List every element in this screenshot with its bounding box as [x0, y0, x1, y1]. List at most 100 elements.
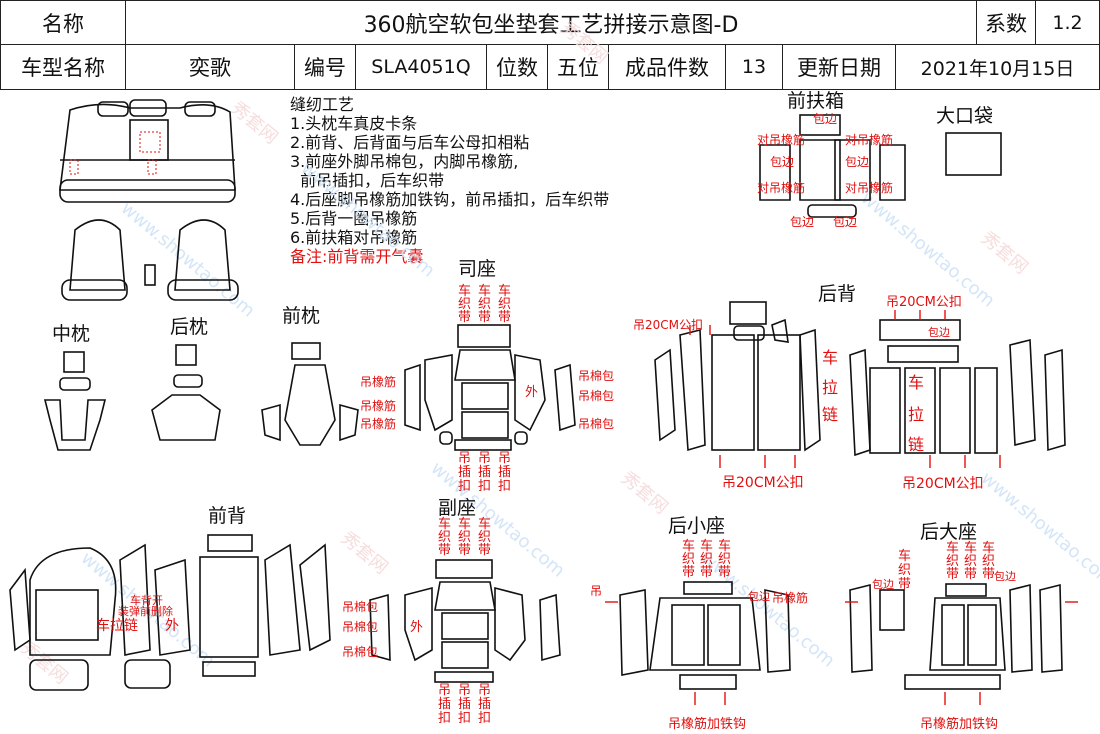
rear-small-top-labels: 车 织 带 车 织 带 车 织 带 [682, 538, 731, 580]
svg-text:带: 带 [478, 543, 491, 558]
svg-text:吊: 吊 [458, 683, 471, 698]
driver-elastic-label: 吊橡筋 [360, 374, 396, 389]
driver-seat-pieces [404, 324, 576, 451]
svg-text:车: 车 [458, 283, 471, 299]
driver-bottom-labels: 吊 插 扣 吊 插 扣 吊 插 扣 [458, 451, 511, 494]
svg-text:织: 织 [438, 530, 451, 545]
svg-text:织: 织 [682, 552, 695, 567]
rear-back-title: 后背 [818, 283, 856, 305]
driver-cotton-label: 吊棉包 [578, 417, 614, 431]
svg-text:带: 带 [964, 567, 977, 582]
passenger-seat-pieces [369, 559, 561, 683]
svg-text:织: 织 [946, 554, 959, 569]
svg-text:吊: 吊 [498, 451, 511, 466]
svg-text:带: 带 [946, 567, 959, 582]
process-step-6: 6.前扶箱对吊橡筋 [290, 228, 418, 247]
armrest-edge-label: 包边 [790, 215, 814, 229]
armrest-elastic-label: 对吊橡筋 [757, 180, 805, 195]
rear-small-elastic-hook: 吊 [590, 584, 602, 598]
driver-cotton-label: 吊棉包 [578, 369, 614, 383]
model-label: 车型名称 [0, 44, 126, 90]
rear-small-elastic-label: 吊橡筋 [772, 590, 808, 605]
process-step-4: 4.后座脚吊橡筋加铁钩，前吊插扣，后车织带 [290, 190, 610, 209]
front-back-zipper: 车拉链 [96, 617, 138, 634]
rear-big-edge-label: 包边 [994, 570, 1016, 583]
series-value: 1.2 [1035, 0, 1100, 45]
svg-text:带: 带 [478, 310, 491, 325]
code-label: 编号 [294, 44, 356, 90]
svg-text:带: 带 [682, 565, 695, 580]
process-step-2: 2.前背、后背面与后车公母扣相粘 [290, 133, 530, 152]
svg-text:织: 织 [964, 554, 977, 569]
seats-label: 位数 [486, 44, 548, 90]
svg-text:插: 插 [478, 697, 491, 712]
svg-text:车: 车 [478, 516, 491, 532]
svg-text:织: 织 [478, 530, 491, 545]
svg-text:织: 织 [458, 530, 471, 545]
rear-back-zip-3: 链 [822, 405, 838, 424]
front-back-hang20-bottom: 吊20CM公扣 [722, 475, 804, 491]
front-back-title: 前背 [208, 505, 246, 527]
svg-text:扣: 扣 [458, 711, 471, 726]
process-step-3b: 前吊插扣，后车织带 [290, 171, 445, 190]
rear-big-top-labels: 车 织 带 车 织 带 车 织 带 车 织 带 [898, 540, 995, 592]
svg-text:织: 织 [458, 297, 471, 312]
rear-small-seat-title: 后小座 [668, 515, 725, 537]
svg-text:织: 织 [982, 554, 995, 569]
watermark-brand: 秀套网 [977, 228, 1032, 279]
driver-outer-label: 外 [525, 385, 538, 400]
pieces-value: 13 [725, 44, 783, 90]
process-note: 备注:前背需开气囊 [290, 247, 424, 266]
front-back-outer: 外 [165, 618, 179, 634]
rear-back-zip-1b: 车 [908, 373, 924, 392]
passenger-top-labels: 车 织 带 车 织 带 车 织 带 [438, 516, 491, 558]
passenger-outer-label: 外 [410, 620, 423, 635]
code-value: SLA4051Q [355, 44, 487, 90]
arrow-group [605, 310, 1078, 705]
passenger-cotton-label: 吊棉包 [342, 600, 378, 614]
svg-text:车: 车 [438, 516, 451, 532]
driver-elastic-label: 吊橡筋 [360, 416, 396, 431]
svg-text:带: 带 [700, 565, 713, 580]
passenger-cotton-label: 吊棉包 [342, 645, 378, 659]
svg-text:织: 织 [478, 297, 491, 312]
middle-pillow-title: 中枕 [52, 323, 90, 345]
svg-text:扣: 扣 [498, 479, 511, 494]
svg-text:织: 织 [498, 297, 511, 312]
rear-back-zip-2: 拉 [822, 378, 838, 397]
armrest-elastic-label: 对吊橡筋 [757, 132, 805, 147]
big-pocket-piece [945, 132, 1002, 176]
passenger-seat-title: 副座 [438, 497, 476, 519]
svg-text:车: 车 [718, 538, 731, 554]
header-table: 名称 360航空软包坐垫套工艺拼接示意图-D 系数 1.2 车型名称 奕歌 编号… [0, 0, 1100, 90]
svg-text:织: 织 [700, 552, 713, 567]
armrest-edge-label: 包边 [833, 215, 857, 229]
svg-text:吊: 吊 [478, 683, 491, 698]
watermark: www.showtao.com [117, 198, 259, 322]
rear-back-zip-1: 车 [822, 348, 838, 367]
front-back-upper-pieces [654, 301, 821, 452]
svg-text:织: 织 [898, 563, 911, 578]
svg-text:车: 车 [700, 538, 713, 554]
svg-text:车: 车 [458, 516, 471, 532]
middle-pillow-pieces [43, 351, 107, 451]
armrest-edge-label: 包边 [770, 155, 794, 169]
svg-text:车: 车 [898, 548, 911, 564]
svg-text:车: 车 [964, 540, 977, 556]
svg-text:插: 插 [478, 465, 491, 480]
svg-text:插: 插 [458, 465, 471, 480]
front-back-tag1: 车背开 [130, 593, 163, 607]
svg-text:带: 带 [438, 543, 451, 558]
svg-text:插: 插 [458, 697, 471, 712]
rear-big-elastic-hook-bottom: 吊橡筋加铁钩 [920, 716, 998, 732]
front-armrest-pieces [759, 114, 906, 218]
svg-text:带: 带 [458, 310, 471, 325]
rear-back-hang20-label: 吊20CM公扣 [886, 295, 962, 310]
svg-text:吊: 吊 [438, 683, 451, 698]
rear-seat-overview [59, 99, 236, 203]
svg-text:扣: 扣 [478, 479, 491, 494]
front-back-hang20-label: 吊20CM公扣 [633, 318, 703, 332]
front-seat-overview [61, 219, 239, 301]
front-pillow-pieces [261, 342, 359, 446]
watermark-brand: 秀套网 [557, 18, 612, 69]
